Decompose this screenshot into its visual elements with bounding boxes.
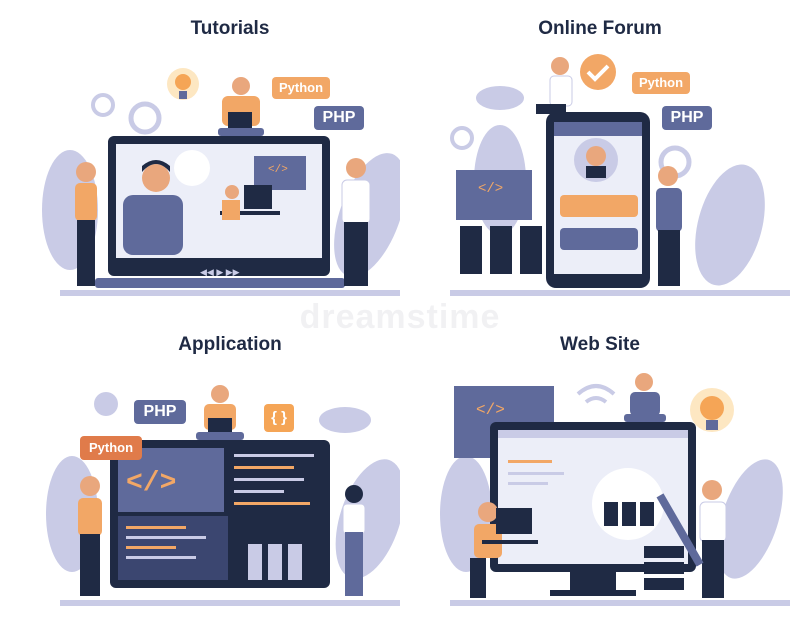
svg-text:◀◀ ▶ ▶▶: ◀◀ ▶ ▶▶ bbox=[200, 267, 240, 277]
panel-title-forum: Online Forum bbox=[538, 18, 662, 39]
check-icon bbox=[94, 392, 118, 416]
panel-title-tutorials: Tutorials bbox=[190, 18, 270, 39]
gear-icon bbox=[450, 126, 474, 150]
gear-icon bbox=[128, 101, 162, 135]
chat-bubble bbox=[560, 195, 638, 217]
svg-text:</>: </> bbox=[478, 181, 503, 197]
chat-bubble bbox=[560, 228, 638, 250]
python-tag: Python bbox=[80, 436, 142, 460]
server bbox=[268, 544, 282, 580]
php-tag: PHP bbox=[134, 400, 186, 424]
php-tag: PHP bbox=[314, 106, 364, 130]
svg-text:</>: </> bbox=[476, 401, 505, 419]
application-illustration: </> bbox=[46, 385, 400, 606]
python-tag: Python bbox=[272, 77, 330, 99]
server bbox=[460, 226, 482, 274]
svg-text:</>: </> bbox=[268, 164, 288, 176]
wrench-icon bbox=[656, 493, 704, 567]
code-icon bbox=[456, 170, 532, 220]
website-panel: Web Site </> bbox=[400, 314, 800, 627]
forum-illustration: </> bbox=[450, 54, 790, 296]
panel-title-website: Web Site bbox=[560, 334, 640, 355]
code-icon bbox=[254, 156, 306, 190]
website-illustration: </> bbox=[440, 373, 790, 606]
server bbox=[644, 546, 684, 558]
forum-panel: Online Forum </> P bbox=[400, 0, 800, 313]
tutorials-panel: Tutorials </> ◀◀ ▶ ▶▶ bbox=[0, 0, 400, 313]
php-tag: PHP bbox=[662, 106, 712, 130]
server bbox=[520, 226, 542, 274]
server bbox=[644, 578, 684, 590]
panel-title-application: Application bbox=[178, 334, 282, 355]
leaf-right bbox=[717, 459, 783, 579]
cloud-icon bbox=[476, 86, 524, 110]
leaf-right bbox=[695, 164, 765, 286]
wifi-icon bbox=[576, 384, 616, 396]
check-icon bbox=[580, 54, 616, 90]
server bbox=[288, 544, 302, 580]
gear-icon bbox=[91, 93, 115, 117]
svg-text:</>: </> bbox=[126, 468, 176, 499]
server bbox=[644, 562, 684, 574]
cloud-icon bbox=[319, 407, 371, 433]
server bbox=[490, 226, 512, 274]
python-tag: Python bbox=[632, 72, 690, 94]
application-panel: Application </> bbox=[0, 314, 400, 627]
watermark: dreamstime bbox=[299, 298, 501, 336]
braces-tag: { } bbox=[264, 404, 294, 432]
server bbox=[248, 544, 262, 580]
tutorials-illustration: </> ◀◀ ▶ ▶▶ bbox=[42, 68, 400, 296]
